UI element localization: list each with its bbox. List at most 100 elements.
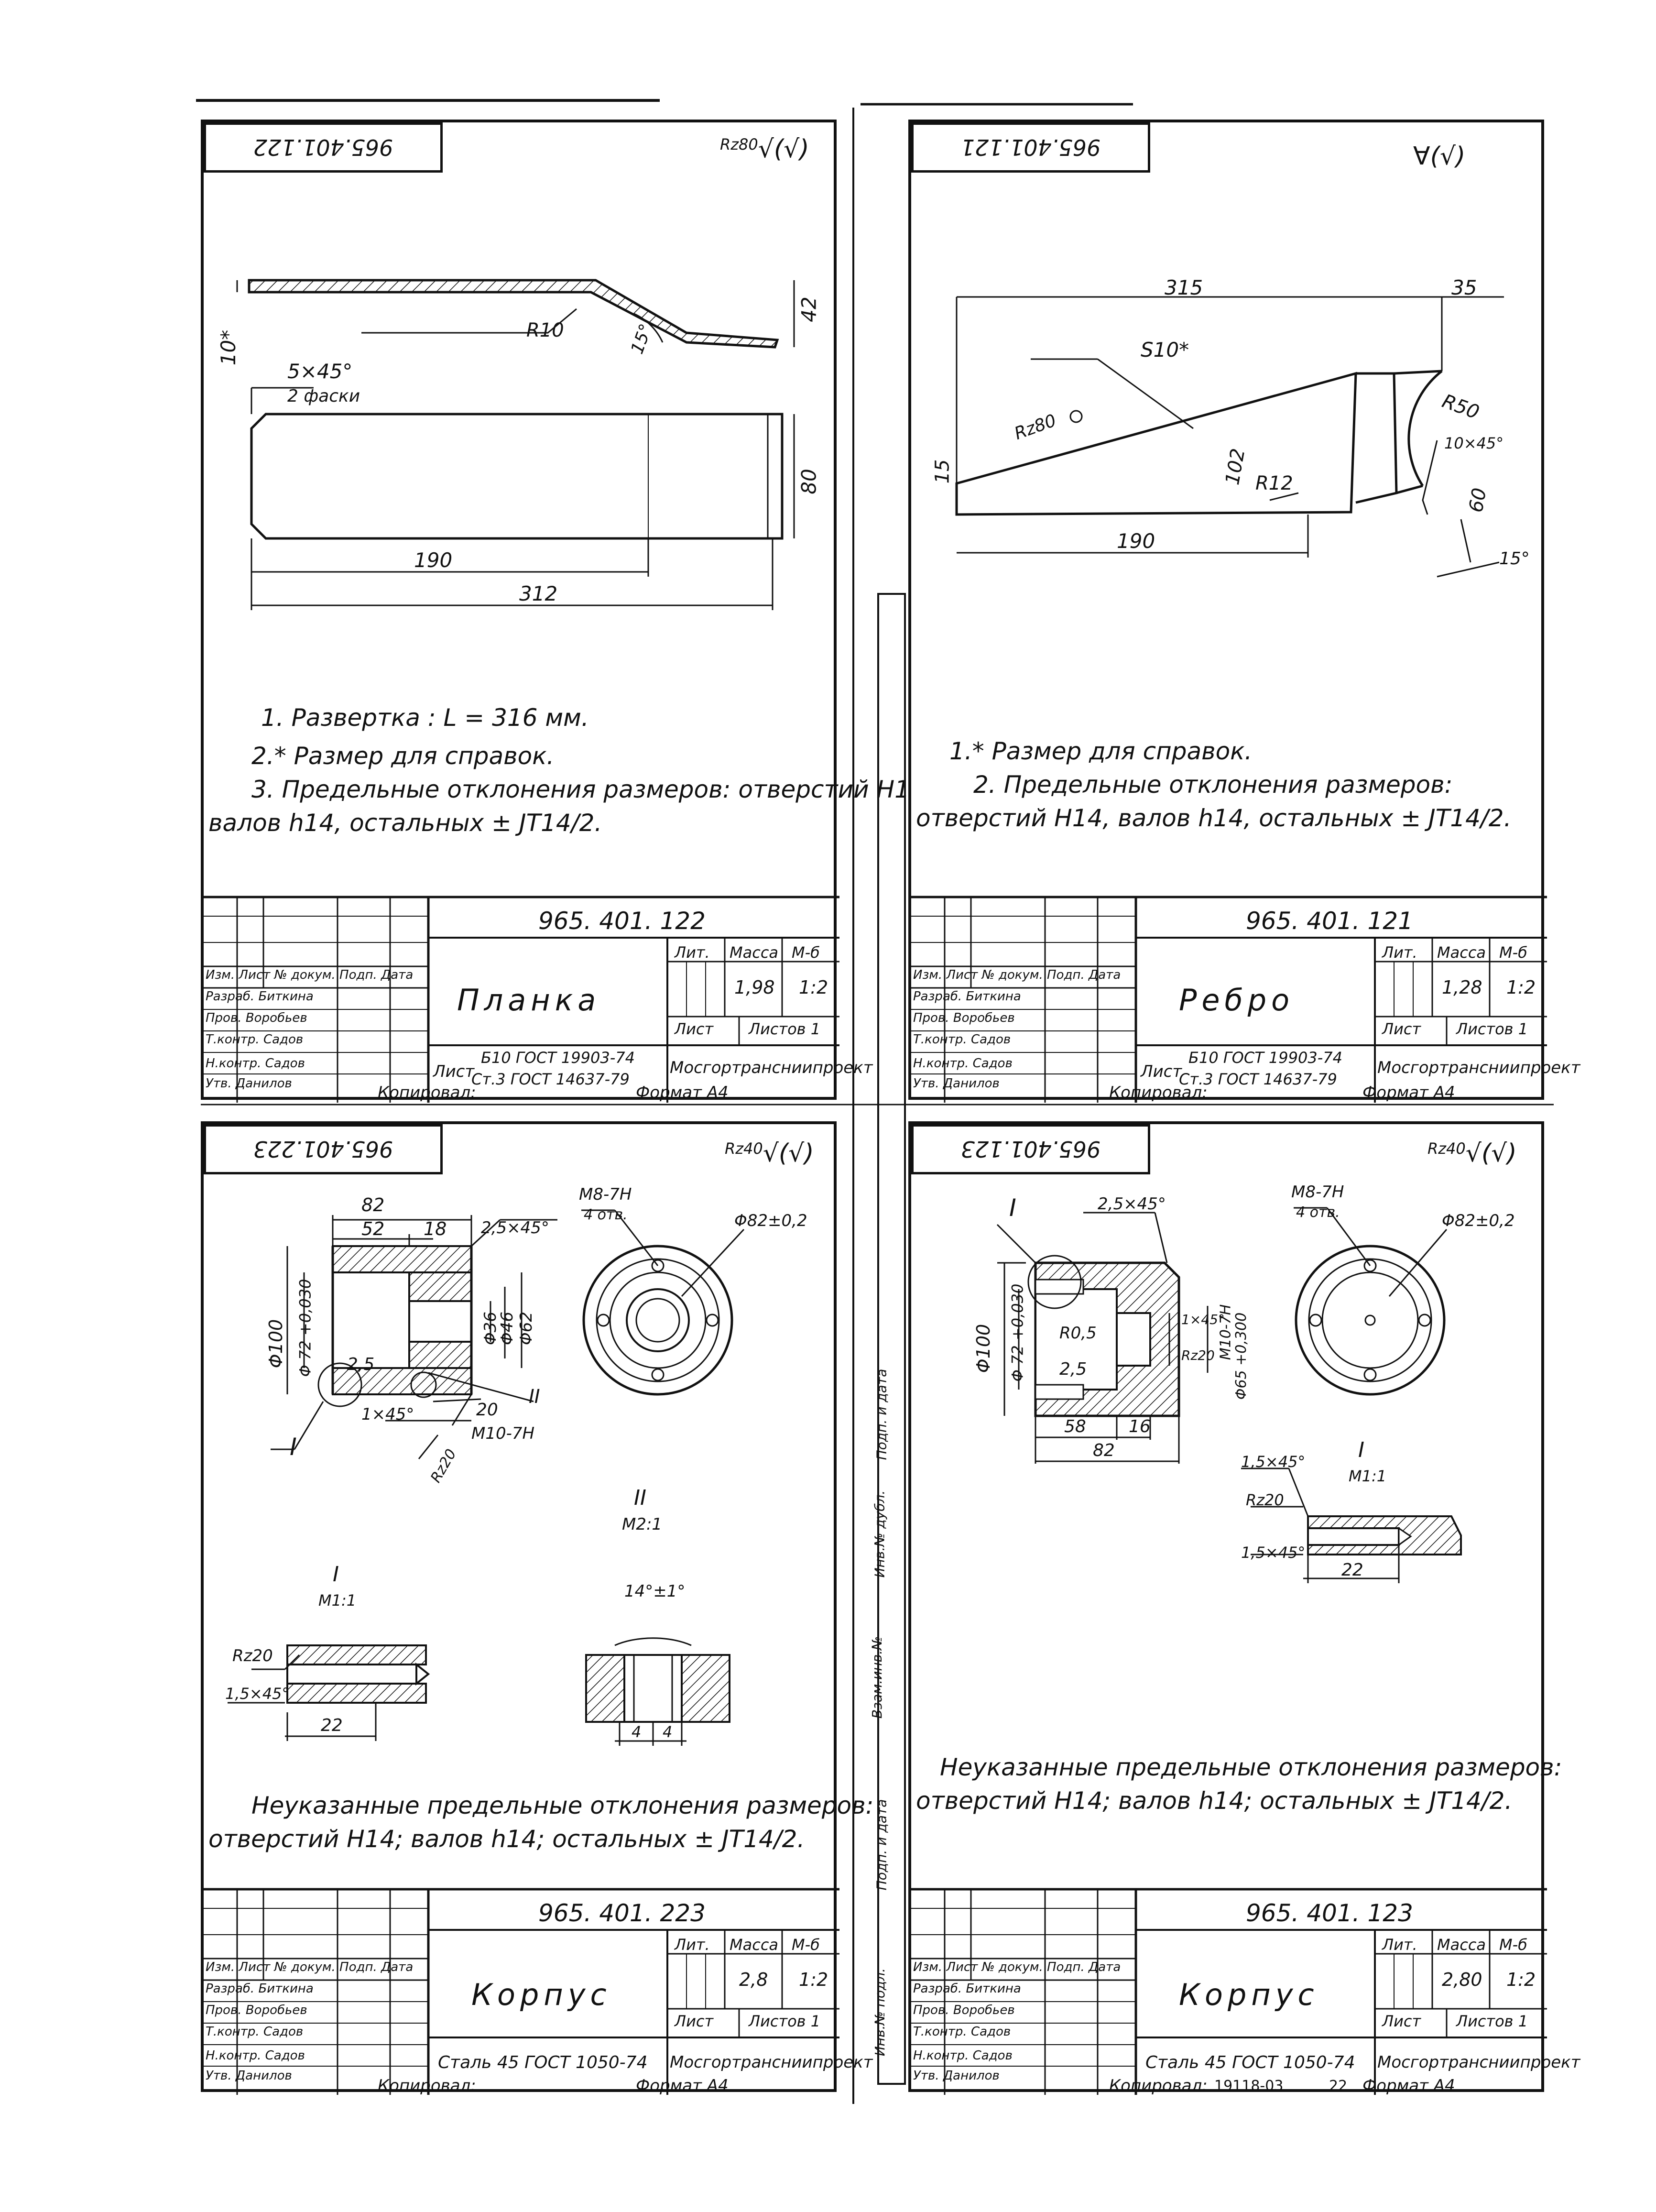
title-material-1: Сталь 45 ГОСТ 1050-74 xyxy=(438,2053,648,2072)
korpus223-section-view xyxy=(204,1124,839,1650)
format-label-3: Формат А4 xyxy=(636,2076,729,2095)
dim-d36: Φ36 xyxy=(481,1311,501,1346)
rebro-view xyxy=(911,122,1547,601)
dim-r12: R12 xyxy=(1255,472,1293,494)
title-org: Мосгортрансниипроект xyxy=(1377,1058,1580,1077)
title-org: Мосгортрансниипроект xyxy=(1377,2053,1580,2072)
title-sheet-label: Лист xyxy=(1382,1020,1421,1038)
dim-chamfer-1: 1×45° xyxy=(361,1405,414,1424)
roughness-symbol: Rz80√(√) xyxy=(720,135,809,164)
title-material-1: Б10 ГОСТ 19903-74 xyxy=(1188,1049,1342,1067)
note-1: 1.* Размер для справок. xyxy=(949,737,1253,765)
tb-person-4: Н.контр. Садов xyxy=(206,2048,305,2063)
tb-person-2: Пров. Воробьев xyxy=(206,2003,307,2017)
title-block-grid xyxy=(204,1889,839,2104)
detail-mark-1: I xyxy=(290,1433,297,1461)
drawing-sheet-planka: 965.401.122 Rz80√(√) 10* R10 15° 42 5×45… xyxy=(201,120,933,1100)
format-label-2: Формат А4 xyxy=(1362,1083,1455,1102)
dim-60: 60 xyxy=(1465,486,1491,515)
dim-angle: 14°±1° xyxy=(624,1582,686,1601)
copied-label-4: Копировал: xyxy=(1109,2076,1208,2095)
roughness-symbol: Rz40√(√) xyxy=(1427,1139,1517,1168)
title-lit-label: Лит. xyxy=(1382,1936,1417,1954)
title-mass: 2,80 xyxy=(1442,1969,1482,1990)
dim-s10: S10* xyxy=(1141,338,1189,361)
tb-person-3: Т.контр. Садов xyxy=(913,2025,1011,2039)
title-block-grid xyxy=(911,1889,1547,2104)
dim-18: 18 xyxy=(424,1218,447,1239)
title-name: Корпус xyxy=(471,1977,611,2012)
side-stamp-3: Взам.инв.№ xyxy=(869,1636,885,1719)
title-sheets-label: Листов 1 xyxy=(1456,1020,1528,1038)
dim-m8: М8-7Н xyxy=(579,1185,632,1204)
note-3: 3. Предельные отклонения размеров: отвер… xyxy=(251,776,933,803)
title-sheet-label: Лист xyxy=(675,2012,714,2030)
planka-side-view xyxy=(204,122,839,601)
dim-d72: Φ 72 +0,030 xyxy=(296,1279,315,1377)
dim-4b: 4 xyxy=(663,1723,673,1741)
title-doc-number: 965. 401. 123 xyxy=(1246,1899,1413,1927)
side-stamp: Инв.№ подл. Подп. и дата Взам.инв.№ Инв.… xyxy=(869,593,906,2085)
title-lit-label: Лит. xyxy=(675,1936,710,1954)
title-mass: 2,8 xyxy=(739,1969,768,1990)
dim-82: 82 xyxy=(1093,1441,1115,1460)
section-2-scale: М2:1 xyxy=(622,1515,663,1534)
title-material-1: Сталь 45 ГОСТ 1050-74 xyxy=(1145,2053,1355,2072)
dim-chamfer-note: 2 фаски xyxy=(287,386,360,406)
side-stamp-2: Подп. и дата xyxy=(873,1799,890,1891)
dim-chamfer: 5×45° xyxy=(287,360,353,383)
title-material-2: Ст.3 ГОСТ 14637-79 xyxy=(1179,1070,1337,1088)
dim-r05: R0,5 xyxy=(1059,1324,1097,1343)
dim-chamfer-1: 1×45° xyxy=(1181,1312,1225,1327)
note-4: валов h14, остальных ± JT14/2. xyxy=(208,809,602,837)
copied-label-3: Копировал: xyxy=(378,2076,476,2095)
korpus223-detail-views xyxy=(204,1124,839,1794)
dim-58: 58 xyxy=(1064,1417,1086,1436)
title-scale-label: М-б xyxy=(792,943,820,962)
tb-person-5: Утв. Данилов xyxy=(206,2069,292,2083)
tb-person-4: Н.контр. Садов xyxy=(206,1056,305,1071)
format-label-4: Формат А4 xyxy=(1362,2076,1455,2095)
drawing-sheet-korpus-123: 965.401.123 Rz40√(√) xyxy=(908,1121,1580,2092)
section-1-scale: М1:1 xyxy=(1349,1467,1387,1485)
tb-person-1: Разраб. Биткина xyxy=(206,1982,314,1996)
dim-rz20-detail: Rz20 xyxy=(1246,1491,1284,1509)
tb-person-2: Пров. Воробьев xyxy=(913,2003,1015,2017)
note-1: Неуказанные предельные отклонения размер… xyxy=(940,1753,1562,1781)
title-sheet-label: Лист xyxy=(675,1020,714,1038)
dim-chamfer-25: 2,5×45° xyxy=(481,1218,549,1237)
dim-chamfer-15a: 1,5×45° xyxy=(1241,1453,1306,1471)
title-material-prefix: Лист xyxy=(433,1062,475,1081)
title-sheets-label: Листов 1 xyxy=(749,1020,821,1038)
copy-page: 22 xyxy=(1329,2078,1348,2094)
tb-person-4: Н.контр. Садов xyxy=(913,1056,1013,1071)
tb-person-3: Т.контр. Садов xyxy=(206,1032,304,1047)
dim-82: 82 xyxy=(361,1194,385,1216)
title-block-grid xyxy=(911,897,1547,1112)
note-1: Неуказанные предельные отклонения размер… xyxy=(251,1792,874,1819)
dim-d82-tol: Φ82±0,2 xyxy=(734,1211,807,1230)
dim-m8-count: 4 отв. xyxy=(1296,1204,1340,1221)
roughness-symbol: ∀(√) xyxy=(1413,142,1466,171)
dim-22: 22 xyxy=(321,1716,343,1735)
dim-d46: Φ46 xyxy=(498,1311,517,1346)
title-scale-label: М-б xyxy=(1499,1936,1527,1954)
dim-22: 22 xyxy=(1341,1560,1363,1580)
title-scale: 1:2 xyxy=(799,977,828,998)
title-name: Корпус xyxy=(1179,1977,1319,2012)
copy-number: 19118-03 xyxy=(1214,2078,1284,2094)
korpus123-end-view xyxy=(911,1124,1547,1650)
dim-chamfer-15b: 1,5×45° xyxy=(1241,1544,1306,1562)
tb-person-2: Пров. Воробьев xyxy=(206,1011,307,1025)
title-mass-label: Масса xyxy=(730,943,779,962)
title-sheet-label: Лист xyxy=(1382,2012,1421,2030)
tb-person-1: Разраб. Биткина xyxy=(206,989,314,1004)
title-block-grid xyxy=(204,897,839,1112)
title-lit-label: Лит. xyxy=(1382,943,1417,962)
tb-person-5: Утв. Данилов xyxy=(913,2069,1000,2083)
title-material-prefix: Лист xyxy=(1141,1062,1182,1081)
title-material-2: Ст.3 ГОСТ 14637-79 xyxy=(471,1070,630,1088)
korpus123-detail-view xyxy=(911,1124,1547,1794)
title-name: Ребро xyxy=(1179,983,1295,1018)
dim-d65: Φ65 +0,300 xyxy=(1233,1312,1250,1400)
